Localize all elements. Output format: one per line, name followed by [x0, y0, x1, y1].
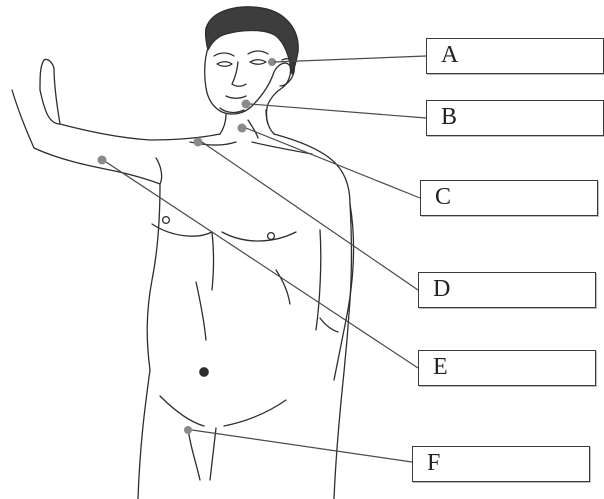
leader-c [246, 128, 420, 198]
leader-d [202, 142, 418, 290]
leader-b [250, 104, 426, 118]
label-box-b[interactable]: B [426, 100, 604, 136]
label-letter-c: C [435, 184, 451, 211]
label-box-c[interactable]: C [420, 180, 598, 216]
label-box-e[interactable]: E [418, 350, 596, 386]
leader-f [192, 430, 412, 462]
label-box-a[interactable]: A [426, 38, 604, 74]
label-letter-b: B [441, 104, 457, 131]
label-box-d[interactable]: D [418, 272, 596, 308]
label-letter-a: A [441, 42, 458, 69]
leader-a [274, 56, 426, 62]
label-box-f[interactable]: F [412, 446, 590, 482]
label-letter-f: F [427, 450, 440, 477]
label-letter-d: D [433, 276, 450, 303]
label-letter-e: E [433, 354, 448, 381]
leader-e [106, 162, 418, 368]
